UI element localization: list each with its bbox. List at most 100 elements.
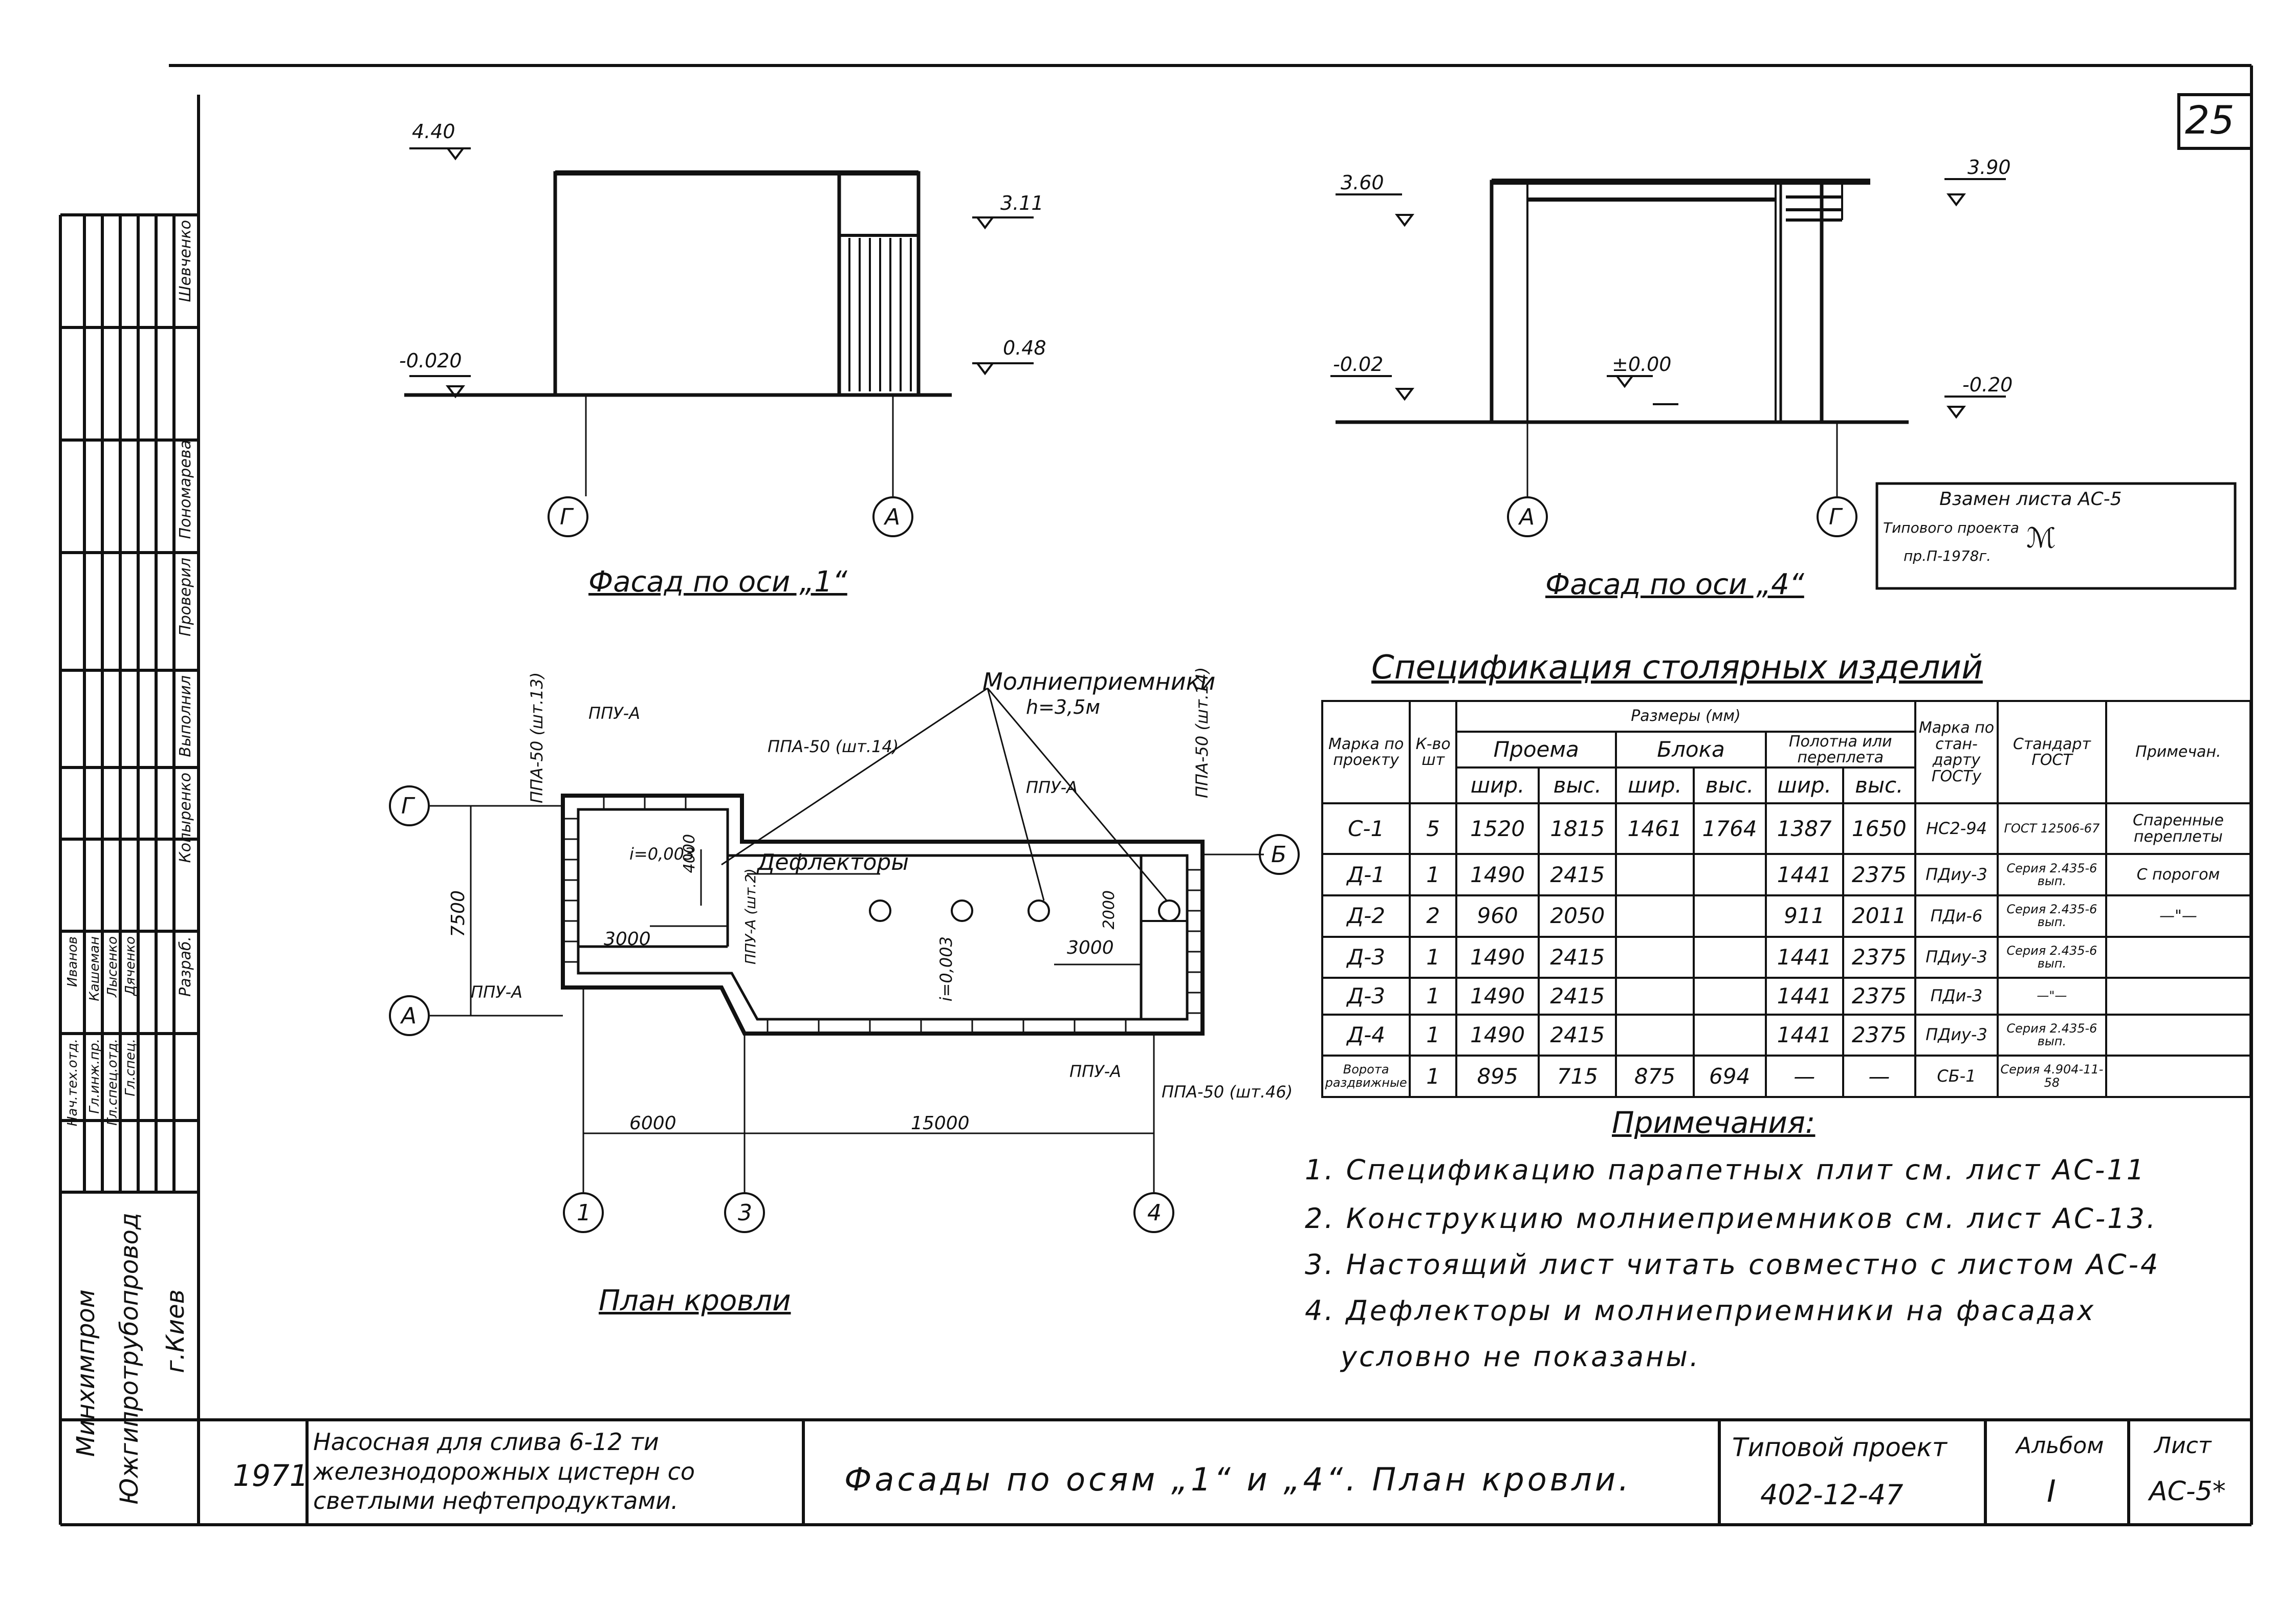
plan-label-ppa-right: ППА-50 (шт.14) bbox=[1192, 667, 1212, 798]
spec-h-note: Примечан. bbox=[2105, 700, 2252, 804]
spec-cell: 2415 bbox=[1538, 853, 1617, 897]
spec-cell: 1387 bbox=[1764, 802, 1844, 855]
plan-label-ppu-bottom: ППУ-А bbox=[1069, 1062, 1122, 1081]
spec-cell: 1 bbox=[1409, 977, 1457, 1016]
spec-cell: 1 bbox=[1409, 1013, 1457, 1057]
spec-cell bbox=[1692, 894, 1767, 938]
spec-h-block: Блока bbox=[1615, 731, 1767, 769]
spec-cell: 1490 bbox=[1455, 853, 1540, 897]
spec-cell: Серия 4.904-11-58 bbox=[1997, 1055, 2107, 1098]
spec-cell: 2375 bbox=[1842, 1013, 1916, 1057]
spec-cell: Серия 2.435-6 вып. bbox=[1997, 894, 2107, 938]
facade4-title: Фасад по оси „4“ bbox=[1545, 568, 1804, 601]
note-3: 3. Настоящий лист читать совместно с лис… bbox=[1305, 1248, 2160, 1281]
role-0: Нач.тех.отд. bbox=[65, 1039, 80, 1127]
spec-cell bbox=[1692, 1013, 1767, 1057]
spec-h-binding: Полотна или переплета bbox=[1764, 731, 1916, 769]
spec-cell: Д-3 bbox=[1321, 935, 1411, 979]
title-album-number: I bbox=[2047, 1474, 2056, 1509]
role2-0: Проверил bbox=[177, 558, 194, 637]
name-2: Лысенко bbox=[105, 936, 120, 997]
plan-axis-a: А bbox=[401, 1003, 417, 1029]
spec-cell: 1490 bbox=[1455, 977, 1540, 1016]
title-year: 1971 bbox=[233, 1458, 309, 1493]
spec-cell bbox=[1615, 853, 1695, 897]
spec-h-std-mark: Марка по стан-дарту ГОСТу bbox=[1914, 700, 1999, 804]
spec-table: Марка по проекту К-во шт Размеры (мм) Ма… bbox=[1321, 700, 2252, 1098]
spec-cell: Серия 2.435-6 вып. bbox=[1997, 1013, 2107, 1057]
note-5: условно не показаны. bbox=[1341, 1341, 1701, 1373]
spec-h-h: выс. bbox=[1538, 766, 1617, 804]
spec-cell: 1520 bbox=[1455, 802, 1540, 855]
plan-axis-1: 1 bbox=[577, 1200, 591, 1226]
plan-title: План кровли bbox=[599, 1284, 791, 1318]
spec-cell: С порогом bbox=[2105, 853, 2252, 897]
name2-0: Пономарева bbox=[177, 440, 194, 539]
deflectors-label: Дефлекторы bbox=[757, 849, 909, 875]
spec-h-h: выс. bbox=[1692, 766, 1767, 804]
spec-cell: — bbox=[1764, 1055, 1844, 1098]
spec-cell: 2415 bbox=[1538, 1013, 1617, 1057]
plan-axis-b: Б bbox=[1271, 842, 1287, 868]
facade4-mark-left-ground: -0.02 bbox=[1333, 353, 1384, 376]
spec-cell: ПДиу-3 bbox=[1914, 1013, 1999, 1057]
notes-title: Примечания: bbox=[1612, 1105, 1816, 1140]
plan-label-ppu-top: ППУ-А bbox=[588, 704, 641, 723]
spec-cell bbox=[1615, 894, 1695, 938]
spec-cell: 1650 bbox=[1842, 802, 1916, 855]
spec-h-h: выс. bbox=[1842, 766, 1916, 804]
stamp-line1: Взамен листа АС-5 bbox=[1939, 489, 2122, 510]
facade4-mark-left-top: 3.60 bbox=[1341, 171, 1384, 194]
facade4-axis-g: Г bbox=[1829, 504, 1842, 530]
spec-cell: 2011 bbox=[1842, 894, 1916, 938]
spec-h-w: шир. bbox=[1615, 766, 1695, 804]
plan-dim-15000: 15000 bbox=[911, 1113, 970, 1134]
spec-cell: 715 bbox=[1538, 1055, 1617, 1098]
plan-label-ppa-bottom: ППА-50 (шт.46) bbox=[1162, 1082, 1293, 1102]
spec-cell: НС2-94 bbox=[1914, 802, 1999, 855]
spec-cell: Спаренные переплеты bbox=[2105, 802, 2252, 855]
spec-h-std: Стандарт ГОСТ bbox=[1997, 700, 2107, 804]
spec-cell: 2415 bbox=[1538, 935, 1617, 979]
title-album-label: Альбом bbox=[2016, 1433, 2104, 1459]
spec-cell: 1441 bbox=[1764, 935, 1844, 979]
spec-cell: 1441 bbox=[1764, 977, 1844, 1016]
facade1-mark-canopy: 3.11 bbox=[1000, 192, 1044, 214]
spec-cell: —"— bbox=[2105, 894, 2252, 938]
spec-cell: 2375 bbox=[1842, 977, 1916, 1016]
spec-cell: 1490 bbox=[1455, 1013, 1540, 1057]
facade1-mark-ground: -0.020 bbox=[399, 349, 462, 372]
plan-label-ppa-notch: ППА-50 (шт.14) bbox=[768, 737, 899, 756]
plan-dim-3000-right: 3000 bbox=[1067, 937, 1114, 958]
spec-cell: 5 bbox=[1409, 802, 1457, 855]
name-3: Дяченко bbox=[123, 936, 138, 996]
spec-cell bbox=[1615, 1013, 1695, 1057]
spec-cell bbox=[2105, 977, 2252, 1016]
spec-cell: 694 bbox=[1692, 1055, 1767, 1098]
spec-cell: ПДи-6 bbox=[1914, 894, 1999, 938]
spec-cell: 875 bbox=[1615, 1055, 1695, 1098]
role-3: Гл.спец. bbox=[123, 1039, 138, 1096]
spec-h-opening: Проема bbox=[1455, 731, 1617, 769]
spec-cell: 1441 bbox=[1764, 1013, 1844, 1057]
org-city: г.Киев bbox=[161, 1289, 190, 1373]
title-sheet-title: Фасады по осям „1“ и „4“. План кровли. bbox=[844, 1461, 1632, 1498]
facade4-mark-zero: ±0.00 bbox=[1612, 353, 1672, 376]
stamp-signature: ℳ bbox=[2026, 522, 2056, 554]
plan-label-ppu-left-bottom: ППУ-А bbox=[471, 982, 523, 1002]
spec-cell: 1490 bbox=[1455, 935, 1540, 979]
org-ministry: Минхимпром bbox=[72, 1289, 100, 1457]
title-sheet-code: АС-5* bbox=[2149, 1476, 2226, 1507]
plan-label-ppa-left: ППА-50 (шт.13) bbox=[527, 672, 546, 803]
spec-cell bbox=[1692, 977, 1767, 1016]
note-4: 4. Дефлекторы и молниеприемники на фасад… bbox=[1305, 1294, 2096, 1327]
facade1-axis-a: А bbox=[885, 504, 901, 530]
spec-cell: ПДиу-3 bbox=[1914, 853, 1999, 897]
spec-cell: 2375 bbox=[1842, 853, 1916, 897]
facade1-mark-top: 4.40 bbox=[412, 120, 455, 143]
